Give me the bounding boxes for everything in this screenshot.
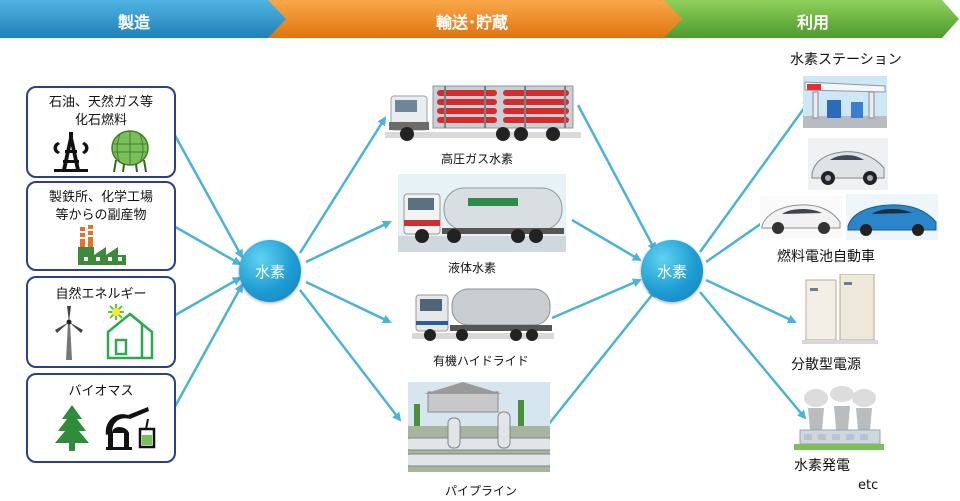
use-label-distributed-power: 分散型電源 [791, 357, 861, 373]
arrow-src2-hub [171, 223, 242, 266]
fuel-cell-car-blue-icon [846, 194, 938, 240]
source-industrial-byproduct: 製鉄所、化学工場 等からの副産物 [26, 181, 176, 271]
use-label-etc: etc [858, 478, 879, 493]
source-fossil-fuels: 石油、天然ガス等 化石燃料 [26, 86, 176, 178]
transport-label-pipeline: パイプライン [445, 484, 518, 498]
oil-derrick-icon [53, 132, 89, 172]
arrow-src3-hub [171, 276, 242, 319]
header-production-label: 製造 [118, 13, 151, 32]
source-byproduct-line1: 製鉄所、化学工場 [48, 190, 153, 205]
header-use [664, 0, 959, 38]
hub-right-label: 水素 [656, 263, 687, 281]
source-fossil-line1: 石油、天然ガス等 [48, 95, 153, 110]
use-label-hydrogen-power: 水素発電 [794, 458, 850, 474]
header-transport [268, 0, 686, 38]
gas-tank-icon [111, 130, 149, 172]
arrow-t4-hub [547, 288, 658, 426]
arrow-src1-hub [170, 129, 244, 259]
transport-label-liquid: 液体水素 [448, 261, 497, 275]
pipeline-icon [408, 382, 550, 472]
arrow-t1-hub [576, 104, 657, 252]
tanker-truck-icon [412, 288, 554, 341]
arrow-hub-t3 [305, 280, 392, 324]
source-renewable-energy: 自然エネルギー [26, 276, 176, 368]
source-biomass: バイオマス [26, 373, 176, 463]
tree-icon [55, 405, 89, 451]
liquid-hydrogen-truck-icon [398, 174, 566, 252]
arrow-hub-t1 [298, 116, 387, 254]
arrow-t2-hub [571, 218, 642, 262]
source-renewable-line1: 自然エネルギー [55, 287, 147, 302]
use-label-fuel-cell-vehicle: 燃料電池自動車 [777, 249, 875, 265]
fuel-cell-car-icon [808, 138, 888, 190]
source-fossil-line2: 化石燃料 [74, 113, 127, 128]
arrow-hub-t4 [299, 289, 402, 422]
biomass-plant-icon [105, 407, 156, 450]
header-transport-label: 輸送･貯蔵 [436, 13, 509, 32]
factory-icon [78, 225, 126, 265]
arrow-src4-hub [170, 283, 244, 413]
header-use-label: 利用 [797, 13, 830, 32]
fuel-cell-unit-icon [802, 274, 878, 344]
hydrogen-hub-left: 水素 [239, 240, 301, 302]
solar-house-icon [106, 304, 154, 360]
arrow-t3-hub [551, 278, 642, 320]
use-label-hydrogen-station: 水素ステーション [790, 52, 902, 68]
source-biomass-line1: バイオマス [68, 384, 134, 399]
transport-label-organic-hydride: 有機ハイドライド [433, 354, 529, 368]
hub-left-label: 水素 [254, 263, 285, 281]
source-byproduct-line2: 等からの副産物 [55, 208, 147, 223]
wind-turbine-icon [55, 306, 83, 360]
fuel-cell-car-silver-icon [760, 196, 842, 238]
hydrogen-station-icon [803, 76, 887, 128]
header-production [0, 0, 289, 38]
arrow-hub-t2 [305, 220, 392, 264]
arrow-hub-u1 [698, 98, 812, 253]
arrow-hub-u3 [705, 278, 797, 324]
hydrogen-hub-right: 水素 [641, 240, 703, 302]
high-pressure-trailer-icon [385, 85, 581, 141]
power-plant-icon [794, 386, 884, 450]
transport-label-high-pressure: 高圧ガス水素 [441, 152, 514, 166]
arrow-hub-u4 [699, 291, 807, 420]
